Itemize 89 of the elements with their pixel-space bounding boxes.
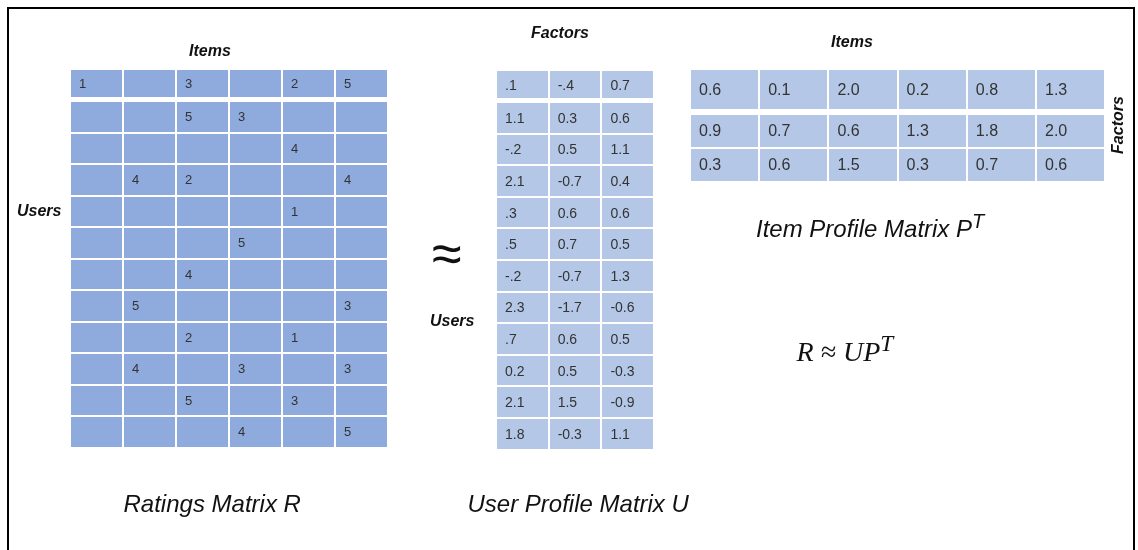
table-cell: 3 [176,69,229,98]
axis-title: Users [17,202,62,220]
table-cell: 2.0 [828,69,898,110]
table-cell: .5 [496,228,549,260]
table-cell: 5 [335,69,388,98]
approx-symbol: ≈ [432,222,462,284]
table-cell: 1.5 [828,148,898,182]
table-cell: 2 [176,164,229,196]
table-cell: -.4 [548,70,602,99]
table-cell: 4 [335,164,388,196]
table-cell: .7 [496,323,549,355]
table-cell: 0.7 [548,228,602,260]
table-cell: 0.9 [690,114,760,148]
table-cell: 0.7 [759,114,829,148]
table-cell: 2.3 [496,291,549,324]
table-cell: 0.6 [828,114,898,148]
table-cell: 0.6 [548,196,602,229]
table-cell: 4 [282,132,335,164]
table-cell: 4 [123,353,176,385]
matrix-caption: User Profile Matrix U [467,490,689,518]
table-cell: 1.1 [496,102,549,134]
table-cell: 0.7 [966,148,1036,182]
table-cell: 1.3 [601,260,655,292]
table-cell: 0.5 [601,323,655,355]
table-cell: 2.1 [496,386,549,418]
table-cell: 0.7 [601,70,655,99]
table-cell: 0.2 [496,354,549,387]
table-cell: 5 [176,101,229,133]
table-cell: 2.0 [1036,114,1106,148]
table-cell: 4 [176,258,229,290]
table-cell: .1 [496,70,549,99]
table-cell: 0.4 [601,165,655,197]
table-cell: 1.8 [496,418,549,450]
axis-title: Items [831,33,873,51]
table-cell: -0.3 [601,354,655,387]
table-cell: 0.2 [897,69,967,110]
table-cell: 1.8 [966,114,1036,148]
table-cell: 3 [282,384,335,416]
table-cell: -0.3 [548,418,602,450]
formula: R ≈ UP$^{T}$ [796,330,894,369]
axis-title: Factors [531,24,589,42]
table-cell: 0.6 [548,323,602,355]
table-cell: 0.5 [548,133,602,166]
table-cell: 1 [282,321,335,353]
table-cell: 0.3 [690,148,760,182]
table-cell: 1.1 [601,418,655,450]
table-cell: 0.5 [548,354,602,387]
table-cell: -1.7 [548,291,602,324]
table-cell: 0.5 [601,228,655,260]
table-cell: 0.6 [1036,148,1106,182]
table-cell: 4 [123,164,176,196]
table-cell: 2 [282,69,335,98]
axis-title: Factors [1108,96,1127,154]
table-cell: 3 [335,290,388,322]
table-cell: 0.6 [601,102,655,134]
table-cell: -0.7 [548,260,602,292]
table-cell: 0.6 [759,148,829,182]
table-cell: .3 [496,196,549,229]
axis-title: Users [430,312,475,330]
table-cell: 0.3 [548,102,602,134]
table-cell: 1.3 [897,114,967,148]
table-cell: -0.6 [601,291,655,324]
table-cell: 5 [123,290,176,322]
table-cell: 1.3 [1036,69,1106,110]
table-cell: 1.5 [548,386,602,418]
table-cell: 5 [335,416,388,448]
table-cell: 2.1 [496,165,549,197]
table-cell: 3 [229,101,282,133]
table-cell: 0.6 [601,196,655,229]
table-cell: 3 [335,353,388,385]
table-cell: -0.9 [601,386,655,418]
table-cell: 1 [282,195,335,227]
table-cell: 0.6 [690,69,760,110]
table-cell: 1.1 [601,133,655,166]
table-cell: 5 [176,384,229,416]
table-cell: 5 [229,227,282,259]
matrix-caption: Item Profile Matrix P$^{T}$ [756,210,985,243]
matrix-caption: Ratings Matrix R [123,490,301,518]
table-cell: 0.1 [759,69,829,110]
table-cell: 2 [176,321,229,353]
table-cell: 4 [229,416,282,448]
table-cell: 0.3 [897,148,967,182]
table-cell: 0.8 [966,69,1036,110]
table-cell: 3 [229,353,282,385]
table-cell: -.2 [496,260,549,292]
table-cell: 1 [70,69,123,98]
axis-title: Items [189,42,231,60]
table-cell: -0.7 [548,165,602,197]
table-cell: -.2 [496,133,549,166]
